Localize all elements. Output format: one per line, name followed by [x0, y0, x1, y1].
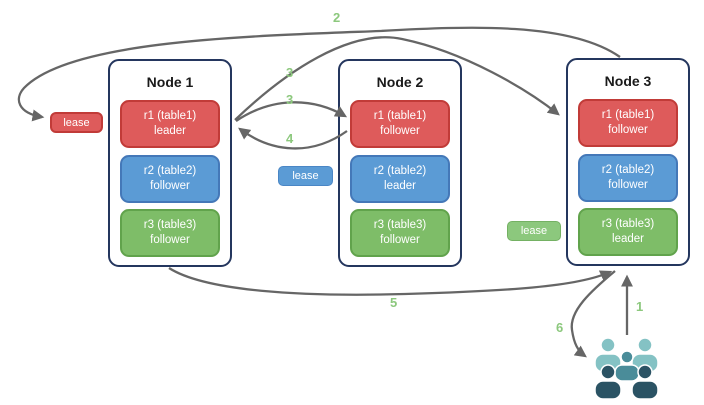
- lease-pill-red: lease: [50, 112, 103, 133]
- node-3-replica-r1: r1 (table1) follower: [578, 99, 678, 147]
- replica-name: r3 (table3): [601, 218, 655, 231]
- node-1-replica-r2: r2 (table2) follower: [120, 155, 220, 203]
- replica-role: follower: [380, 234, 420, 246]
- arrow-5-node1-to-node3: [168, 267, 613, 296]
- node-1-replica-r3: r3 (table3) follower: [120, 209, 220, 257]
- replica-name: r2 (table2): [373, 165, 427, 178]
- step-label-6: 6: [556, 320, 564, 335]
- replica-role: leader: [612, 233, 644, 245]
- replica-name: r3 (table3): [143, 219, 197, 232]
- node-3-container: Node 3 r1 (table1) follower r2 (table2) …: [566, 58, 690, 266]
- replica-role: follower: [608, 124, 648, 136]
- step-label-4: 4: [286, 131, 294, 146]
- node-2-title: Node 2: [376, 74, 424, 90]
- replica-name: r1 (table1): [601, 109, 655, 122]
- arrow-6-node3-to-users: [570, 270, 616, 358]
- replica-role: follower: [150, 234, 190, 246]
- step-label-1: 1: [636, 299, 644, 314]
- step-label-3a: 3: [286, 65, 294, 80]
- replica-role: follower: [608, 179, 648, 191]
- replica-name: r2 (table2): [143, 165, 197, 178]
- node-3-replica-r3: r3 (table3) leader: [578, 208, 678, 256]
- node-2-replica-r2: r2 (table2) leader: [350, 155, 450, 203]
- arrow-4-node2-to-node1: [238, 127, 348, 150]
- node-2-container: Node 2 r1 (table1) follower r2 (table2) …: [338, 59, 462, 267]
- replica-role: leader: [154, 125, 186, 137]
- step-label-2: 2: [333, 10, 341, 25]
- step-label-3b: 3: [286, 92, 294, 107]
- replica-role: follower: [380, 125, 420, 137]
- node-1-container: Node 1 r1 (table1) leader r2 (table2) fo…: [108, 59, 232, 267]
- replica-name: r1 (table1): [373, 110, 427, 123]
- users-group-icon: [594, 337, 659, 400]
- node-2-replica-r3: r3 (table3) follower: [350, 209, 450, 257]
- replica-name: r1 (table1): [143, 110, 197, 123]
- node-3-title: Node 3: [604, 73, 652, 89]
- node-1-title: Node 1: [146, 74, 194, 90]
- node-3-replica-r2: r2 (table2) follower: [578, 154, 678, 202]
- step-label-5: 5: [390, 295, 398, 310]
- replica-role: leader: [384, 180, 416, 192]
- lease-pill-green: lease: [507, 221, 561, 241]
- lease-pill-blue: lease: [278, 166, 333, 186]
- replica-name: r3 (table3): [373, 219, 427, 232]
- node-2-replica-r1: r1 (table1) follower: [350, 100, 450, 148]
- replica-role: follower: [150, 180, 190, 192]
- replica-name: r2 (table2): [601, 164, 655, 177]
- node-1-replica-r1: r1 (table1) leader: [120, 100, 220, 148]
